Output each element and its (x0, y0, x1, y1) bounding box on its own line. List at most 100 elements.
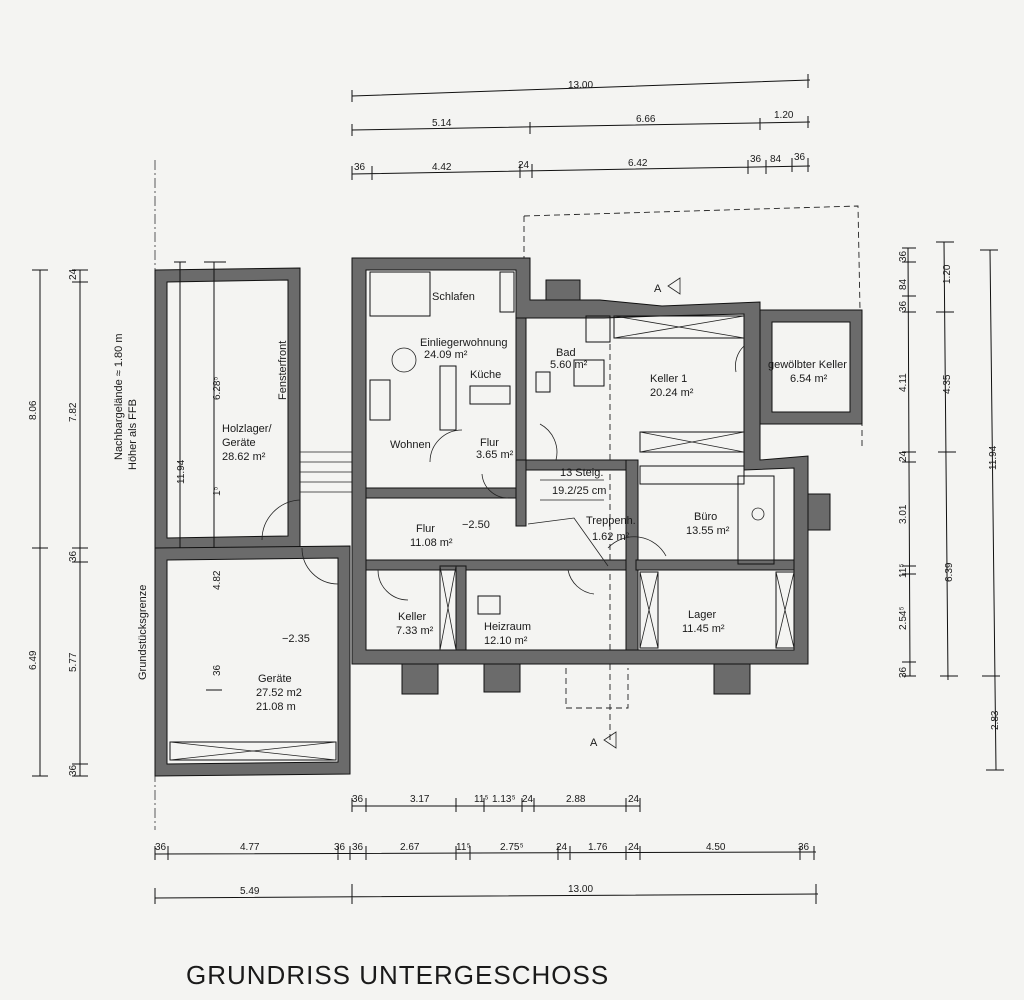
dim-right-b-1: 1.20 (942, 264, 953, 284)
dim-right-a-8: 2.54⁵ (898, 606, 909, 630)
label-treppenhaus: Treppenh. (586, 515, 636, 527)
label-buero: Büro (694, 511, 717, 523)
right-dimensions: 36 84 36 4.11 24 3.01 11⁵ 2.54⁵ 36 1.20 … (898, 241, 1004, 771)
dim-right-c-1: 11.94 (988, 445, 999, 470)
label-bad-area: 5.60 m² (550, 359, 588, 371)
dim-left-inner-b: 36 (68, 550, 79, 562)
exterior-steps (300, 451, 352, 493)
note-hoeher: Höher als FFB (127, 399, 139, 470)
door-swing-left (261, 499, 301, 541)
label-geraete: Geräte (258, 673, 292, 685)
dim-right-a-4: 4.11 (898, 373, 909, 392)
dim-top-r3-b: 4.42 (432, 162, 452, 173)
label-lager: Lager (688, 609, 716, 621)
dim-top-r3-a: 36 (354, 162, 366, 173)
dim-bot-r1-2: 3.17 (410, 794, 430, 805)
dim-bot-r2-5: 2.67 (400, 842, 420, 853)
dim-bot-r2-10: 24 (628, 842, 640, 853)
label-buero-area: 13.55 m² (686, 525, 730, 537)
dim-holz-e: 36 (212, 664, 223, 676)
left-dimensions: 8.06 6.49 7.82 5.77 24 36 36 11.94 6.28⁵… (28, 261, 226, 777)
label-geraete-area-1: 27.52 m2 (256, 687, 302, 699)
dim-right-a-3: 36 (898, 300, 909, 312)
dim-bot-r3-1: 5.49 (240, 886, 260, 897)
label-heizraum: Heizraum (484, 621, 531, 633)
dim-right-c-2: 2.83 (990, 710, 1001, 730)
label-heizraum-area: 12.10 m² (484, 635, 528, 647)
door-swing-geraete (301, 547, 339, 585)
dim-holz-b: 6.28⁵ (212, 376, 223, 400)
top-dimensions: 13.00 5.14 6.66 1.20 36 4.42 24 6.42 36 … (351, 74, 811, 180)
label-keller1: Keller 1 (650, 373, 687, 385)
label-flur-small: Flur (480, 437, 499, 449)
dim-left-inner-a: 24 (68, 268, 79, 280)
label-keller1-area: 20.24 m² (650, 387, 694, 399)
dim-top-r2-a: 5.14 (432, 118, 452, 129)
dim-right-a-5: 24 (898, 450, 909, 462)
label-gewoelbter-keller-area: 6.54 m² (790, 373, 828, 385)
dim-top-r3-f: 84 (770, 154, 782, 165)
dim-bot-r2-6: 11⁵ (456, 842, 471, 853)
main-walls (351, 257, 863, 695)
dim-right-a-2: 84 (898, 278, 909, 290)
dim-left-mid-b: 5.77 (68, 652, 79, 672)
label-einliegerwohnung: Einliegerwohnung (420, 337, 507, 349)
label-flur-area: 11.08 m² (410, 537, 453, 549)
dim-bot-r1-6: 2.88 (566, 794, 586, 805)
label-holzlager-2: Geräte (222, 437, 256, 449)
dim-right-a-1: 36 (898, 250, 909, 262)
dim-bot-r2-4: 36 (352, 842, 364, 853)
dim-holz-c: 1⁵ (212, 486, 223, 496)
dim-right-b-2: 4.35 (942, 374, 953, 394)
label-steig: 13 Steig. (560, 467, 603, 479)
dim-bot-r2-8: 24 (556, 842, 568, 853)
dim-left-outer-b: 6.49 (28, 650, 39, 670)
note-grundstuecksgrenze: Grundstücksgrenze (137, 585, 149, 680)
dim-right-a-7: 11⁵ (898, 563, 909, 578)
label-wohnen: Wohnen (390, 439, 431, 451)
label-steig-ratio: 19.2/25 cm (552, 485, 606, 497)
label-holzlager-area: 28.62 m² (222, 451, 266, 463)
label-kueche: Küche (470, 369, 501, 381)
dim-top-r3-g: 36 (794, 152, 806, 163)
section-arrow-top-icon (667, 277, 681, 295)
room-labels: Schlafen Einliegerwohnung 24.09 m² Küche… (222, 291, 847, 713)
label-gewoelbter-keller: gewölbter Keller (768, 359, 847, 371)
label-holzlager: Holzlager/ (222, 423, 272, 435)
dim-bot-r2-7: 2.75⁵ (500, 842, 524, 853)
dim-top-total: 13.00 (568, 80, 593, 91)
dim-holz-d: 4.82 (212, 570, 223, 590)
dim-left-inner-c: 36 (68, 764, 79, 776)
dim-bot-r2-3: 36 (334, 842, 346, 853)
dim-right-a-6: 3.01 (898, 504, 909, 524)
bottom-dimensions: 36 3.17 11⁵ 1.13⁵ 24 2.88 24 36 4.77 36 … (154, 794, 819, 904)
label-lager-area: 11.45 m² (682, 623, 725, 635)
dim-bot-r3-2: 13.00 (568, 884, 593, 895)
dim-top-r3-d: 6.42 (628, 158, 648, 169)
dim-left-outer-a: 8.06 (28, 400, 39, 420)
dim-top-r3-c: 24 (518, 160, 530, 171)
label-bad: Bad (556, 347, 576, 359)
dim-right-b-3: 6.39 (944, 562, 955, 582)
page-title: GRUNDRISS UNTERGESCHOSS (186, 960, 609, 990)
section-arrow-bottom-icon (603, 731, 617, 749)
dim-bot-r2-1: 36 (155, 842, 167, 853)
dim-bot-r1-3: 11⁵ (474, 794, 489, 805)
fixtures (369, 271, 795, 651)
label-flur-small-area: 3.65 m² (476, 449, 514, 461)
outline-dashed-bottom (565, 668, 629, 709)
label-fensterfront: Fensterfront (277, 341, 289, 400)
label-treppenhaus-area: 1.62 m² (592, 531, 630, 543)
dim-top-r3-e: 36 (750, 154, 762, 165)
dim-bot-r2-9: 1.76 (588, 842, 608, 853)
section-marker-top: A (654, 283, 662, 295)
dim-bot-r1-4: 1.13⁵ (492, 794, 516, 805)
left-wing-walls (154, 267, 351, 777)
dim-bot-r2-2: 4.77 (240, 842, 260, 853)
dim-bot-r1-1: 36 (352, 794, 364, 805)
dim-top-r2-b: 6.66 (636, 114, 656, 125)
dim-top-r2-c: 1.20 (774, 110, 794, 121)
label-flur-level: −2.50 (462, 519, 490, 531)
dim-right-a-9: 36 (898, 666, 909, 678)
